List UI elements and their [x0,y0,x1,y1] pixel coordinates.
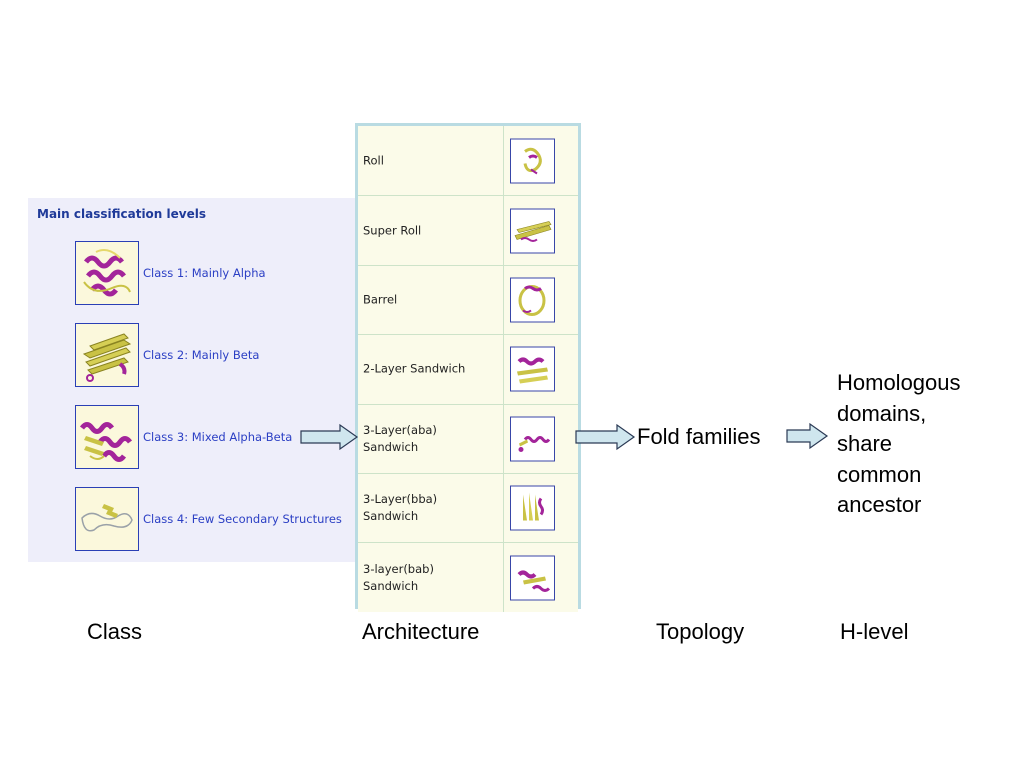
architecture-table: Roll Super Roll Barrel [355,123,581,612]
class-panel: Main classification levels Class 1: Main… [28,198,358,562]
homologous-domains-text: Homologous domains, share common ancesto… [837,370,961,517]
class-item-label[interactable]: Class 1: Mainly Alpha [143,266,266,280]
class-item-label[interactable]: Class 2: Mainly Beta [143,348,260,362]
barrel-structure-icon[interactable] [510,277,555,323]
class-item-mainly-alpha[interactable]: Class 1: Mainly Alpha [75,241,375,305]
roll-structure-icon[interactable] [510,138,555,184]
super-roll-structure-icon[interactable] [510,208,555,254]
architecture-row-3-layer-bab-sandwich[interactable]: 3-layer(bab) Sandwich [358,542,578,612]
class-item-mainly-beta[interactable]: Class 2: Mainly Beta [75,323,375,387]
architecture-row-2-layer-sandwich[interactable]: 2-Layer Sandwich [358,334,578,404]
class-item-mixed-alpha-beta[interactable]: Class 3: Mixed Alpha-Beta [75,405,375,469]
panel-title: Main classification levels [37,207,206,221]
architecture-label: Roll [363,153,384,168]
class-level-label: Class [87,619,143,644]
architecture-to-topology-arrow [575,423,636,451]
architecture-row-3-layer-aba-sandwich[interactable]: 3-Layer(aba) Sandwich [358,403,578,473]
architecture-label: 3-Layer(bba) Sandwich [363,492,438,524]
fold-families-text: Fold families [637,424,761,449]
class-item-label[interactable]: Class 3: Mixed Alpha-Beta [143,430,293,444]
protein-structure-mixed-alpha-beta-icon[interactable] [75,405,139,469]
protein-structure-mainly-alpha-icon[interactable] [75,241,139,305]
architecture-row-barrel[interactable]: Barrel [358,264,578,335]
class-item-label[interactable]: Class 4: Few Secondary Structures [143,512,342,526]
2-layer-sandwich-structure-icon[interactable] [510,346,555,392]
architecture-row-roll[interactable]: Roll [358,126,578,196]
topology-to-h-level-arrow [786,422,829,450]
protein-structure-mainly-beta-icon[interactable] [75,323,139,387]
protein-structure-few-secondary-icon[interactable] [75,487,139,551]
class-to-architecture-arrow [300,423,359,451]
architecture-label: Barrel [363,292,398,307]
architecture-label: 3-Layer(aba) Sandwich [363,422,437,454]
3-layer-aba-sandwich-structure-icon[interactable] [510,416,555,462]
topology-level-label: Topology [656,619,745,644]
class-item-few-secondary-structures[interactable]: Class 4: Few Secondary Structures [75,487,375,551]
h-level-label: H-level [840,619,909,644]
architecture-row-3-layer-bba-sandwich[interactable]: 3-Layer(bba) Sandwich [358,473,578,543]
3-layer-bab-sandwich-structure-icon[interactable] [510,555,555,601]
architecture-label: Super Roll [363,223,422,238]
architecture-label: 2-Layer Sandwich [363,361,466,376]
architecture-label: 3-layer(bab) Sandwich [363,561,434,593]
architecture-row-super-roll[interactable]: Super Roll [358,195,578,265]
architecture-level-label: Architecture [362,619,480,644]
3-layer-bba-sandwich-structure-icon[interactable] [510,485,555,531]
